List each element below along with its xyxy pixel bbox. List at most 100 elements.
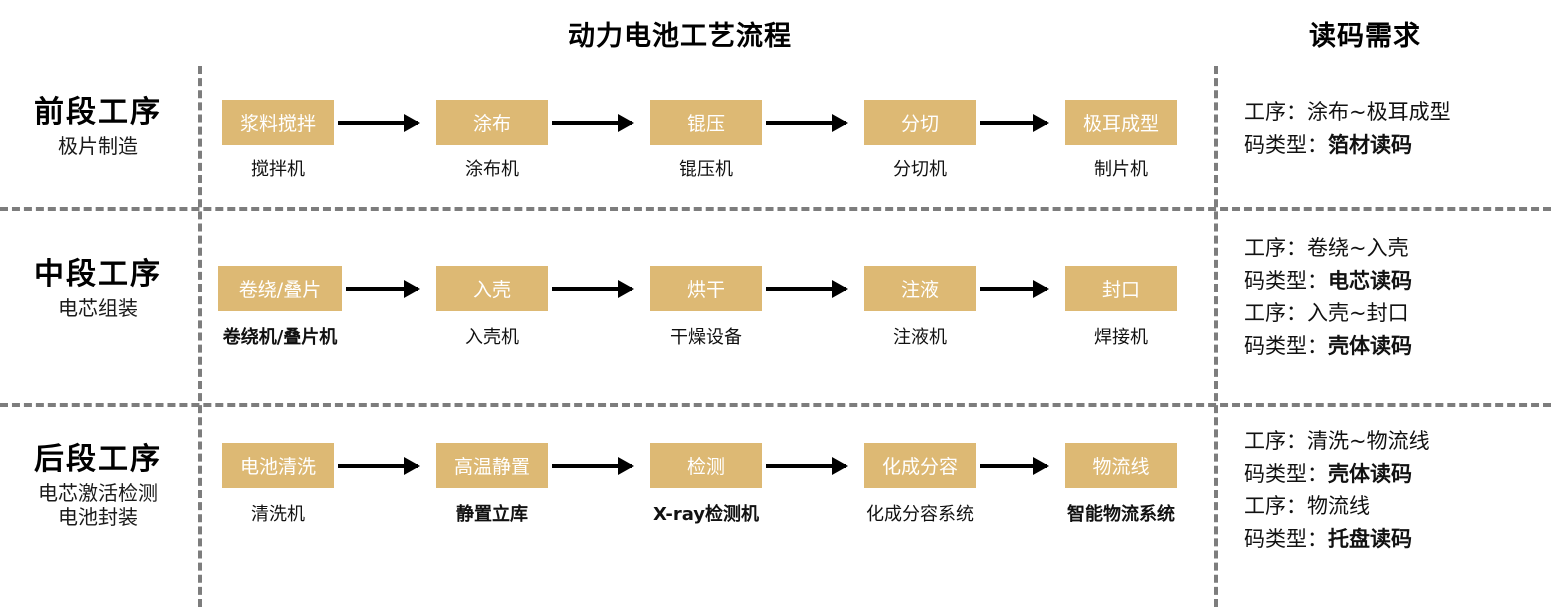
process-node-caption: 涂布机 <box>465 159 519 180</box>
process-node[interactable]: 卷绕/叠片 <box>218 266 342 311</box>
requirement-process-range: 工序：物流线 <box>1244 490 1544 523</box>
process-node-caption: 入壳机 <box>465 327 519 348</box>
process-node-caption: 干燥设备 <box>670 327 742 348</box>
requirement-value: 电芯读码 <box>1328 268 1412 293</box>
flow-arrow <box>552 457 634 475</box>
process-node-caption: 锟压机 <box>679 159 733 180</box>
requirement-value: 卷绕~入壳 <box>1307 236 1409 260</box>
stage-subtitle: 极片制造 <box>58 133 138 158</box>
flow-arrow <box>338 114 420 132</box>
process-node-caption: 焊接机 <box>1094 327 1148 348</box>
requirement-code-type: 码类型：托盘读码 <box>1244 523 1544 556</box>
vertical-divider-right <box>1214 66 1218 607</box>
requirement-label: 码类型： <box>1244 132 1328 157</box>
flow-arrow <box>552 280 634 298</box>
requirement-code-type: 码类型：壳体读码 <box>1244 330 1544 363</box>
process-node-label: 锟压 <box>686 113 725 135</box>
process-node[interactable]: 入壳 <box>436 266 548 311</box>
process-node-label: 电池清洗 <box>239 456 316 478</box>
process-node-label: 浆料搅拌 <box>239 113 316 135</box>
flow-arrow <box>346 280 420 298</box>
requirement-label: 码类型： <box>1244 268 1328 293</box>
process-node-caption: 静置立库 <box>456 504 528 525</box>
requirement-value: 壳体读码 <box>1328 333 1412 358</box>
requirement-label: 码类型： <box>1244 526 1328 551</box>
requirement-label: 工序： <box>1244 494 1307 519</box>
process-node-caption: 搅拌机 <box>251 159 305 180</box>
process-node[interactable]: 物流线 <box>1065 443 1177 488</box>
process-node-label: 烘干 <box>686 279 725 301</box>
process-node[interactable]: 检测 <box>650 443 762 488</box>
requirement-value: 壳体读码 <box>1328 461 1412 486</box>
process-node-caption: 清洗机 <box>251 504 305 525</box>
process-node-label: 卷绕/叠片 <box>238 279 322 301</box>
flow-arrow <box>980 457 1049 475</box>
process-node[interactable]: 封口 <box>1065 266 1177 311</box>
stage-subtitle: 电芯组装 <box>58 295 138 320</box>
requirement-label: 工序： <box>1244 301 1307 326</box>
process-node[interactable]: 化成分容 <box>864 443 976 488</box>
process-node[interactable]: 分切 <box>864 100 976 145</box>
process-node-label: 极耳成型 <box>1082 113 1159 135</box>
stage-label-1: 前段工序极片制造 <box>0 96 196 158</box>
process-node-caption: 制片机 <box>1094 159 1148 180</box>
process-node[interactable]: 锟压 <box>650 100 762 145</box>
process-node-label: 化成分容 <box>881 456 958 478</box>
process-node[interactable]: 涂布 <box>436 100 548 145</box>
requirement-label: 工序： <box>1244 429 1307 453</box>
requirement-block-3: 工序：清洗~物流线码类型：壳体读码工序：物流线码类型：托盘读码 <box>1244 425 1544 555</box>
requirement-label: 工序： <box>1244 100 1307 124</box>
process-node[interactable]: 电池清洗 <box>222 443 334 488</box>
requirement-process-range: 工序：卷绕~入壳 <box>1244 232 1544 265</box>
horizontal-divider-1 <box>0 207 1551 211</box>
flow-arrow <box>552 114 634 132</box>
process-node-caption: X-ray检测机 <box>652 504 760 525</box>
process-node-label: 物流线 <box>1092 456 1150 478</box>
requirement-process-range: 工序：涂布~极耳成型 <box>1244 96 1544 129</box>
flow-arrow <box>980 114 1049 132</box>
process-node-caption: 化成分容系统 <box>866 504 974 525</box>
flow-arrow <box>338 457 420 475</box>
page-title-process: 动力电池工艺流程 <box>568 21 792 52</box>
requirement-value: 物流线 <box>1307 494 1370 519</box>
stage-title: 后段工序 <box>34 442 162 477</box>
vertical-divider-left <box>198 66 202 607</box>
flow-arrow <box>980 280 1049 298</box>
requirement-value: 涂布~极耳成型 <box>1307 100 1451 124</box>
horizontal-divider-2 <box>0 403 1551 407</box>
flow-arrow <box>766 457 848 475</box>
page-title-demand: 读码需求 <box>1309 21 1421 52</box>
process-node-label: 分切 <box>900 113 939 135</box>
requirement-code-type: 码类型：箔材读码 <box>1244 129 1544 162</box>
process-node[interactable]: 极耳成型 <box>1065 100 1177 145</box>
requirement-code-type: 码类型：电芯读码 <box>1244 265 1544 298</box>
stage-label-2: 中段工序电芯组装 <box>0 258 196 320</box>
process-node-caption: 注液机 <box>893 327 947 348</box>
process-node[interactable]: 浆料搅拌 <box>222 100 334 145</box>
process-node-caption: 分切机 <box>893 159 947 180</box>
requirement-process-range: 工序：入壳~封口 <box>1244 297 1544 330</box>
requirement-label: 工序： <box>1244 236 1307 260</box>
process-node-caption: 智能物流系统 <box>1067 504 1175 525</box>
requirement-label: 码类型： <box>1244 461 1328 486</box>
requirement-value: 箔材读码 <box>1328 132 1412 157</box>
requirement-code-type: 码类型：壳体读码 <box>1244 458 1544 491</box>
process-node[interactable]: 注液 <box>864 266 976 311</box>
process-node[interactable]: 高温静置 <box>436 443 548 488</box>
stage-title: 中段工序 <box>34 257 162 292</box>
requirement-label: 码类型： <box>1244 333 1328 358</box>
process-node-label: 注液 <box>900 279 939 301</box>
process-node-label: 检测 <box>686 456 725 478</box>
flow-arrow <box>766 280 848 298</box>
process-node-label: 涂布 <box>472 113 511 135</box>
flow-arrow <box>766 114 848 132</box>
stage-subtitle: 电芯激活检测 电池封装 <box>38 480 158 529</box>
process-node[interactable]: 烘干 <box>650 266 762 311</box>
process-node-label: 高温静置 <box>453 456 530 478</box>
process-node-label: 封口 <box>1101 279 1140 301</box>
requirement-value: 托盘读码 <box>1328 526 1412 551</box>
requirement-block-1: 工序：涂布~极耳成型码类型：箔材读码 <box>1244 96 1544 161</box>
process-node-caption: 卷绕机/叠片机 <box>222 327 338 348</box>
requirement-value: 清洗~物流线 <box>1307 429 1430 453</box>
